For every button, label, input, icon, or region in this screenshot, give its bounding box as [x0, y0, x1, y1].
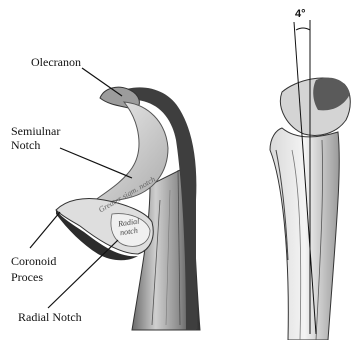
label-semilunar-notch-line2: Notch: [11, 138, 40, 152]
label-semilunar-notch-line1: Semiulnar: [11, 124, 60, 138]
label-coronoid-line1: Coronoid: [11, 254, 56, 268]
angle-arc: [296, 28, 310, 30]
radial-notch-leader: [48, 240, 118, 308]
label-coronoid-line2: Proces: [11, 270, 43, 284]
left-ulna: [56, 87, 200, 330]
label-radial-notch: Radial Notch: [18, 310, 82, 324]
olecranon-leader: [82, 68, 122, 96]
semilunar-leader: [60, 148, 132, 178]
right-ulna-shaft: [270, 128, 339, 340]
angle-label: 4°: [295, 8, 306, 20]
label-olecranon: Olecranon: [31, 55, 81, 69]
coronoid-leader: [30, 212, 60, 248]
